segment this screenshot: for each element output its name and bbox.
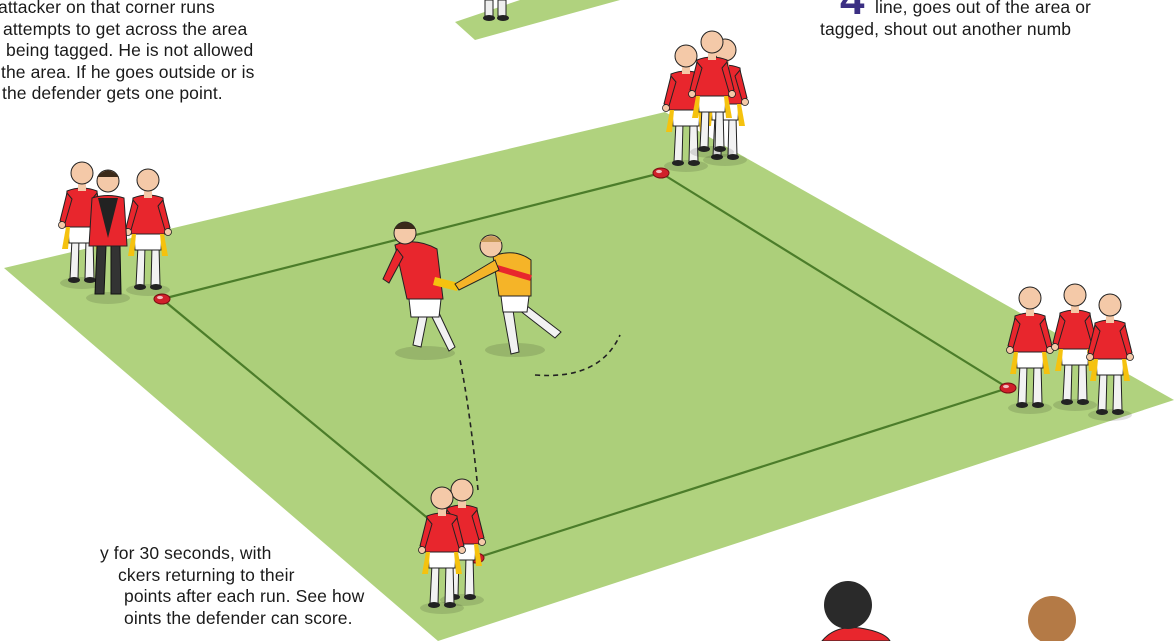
cone-marker-right: [1000, 383, 1016, 393]
instruction-line: tagged, shout out another numb: [820, 19, 1091, 41]
instruction-line: the area. If he goes outside or is: [0, 62, 254, 84]
attackers-group-left: [59, 162, 172, 304]
instruction-line: attacker on that corner runs: [0, 0, 254, 19]
instruction-text-bottom-left: y for 30 seconds, with ckers returning t…: [0, 543, 364, 629]
instruction-line: being tagged. He is not allowed: [0, 40, 254, 62]
instruction-line: oints the defender can score.: [0, 608, 364, 630]
instruction-line: attempts to get across the area: [0, 19, 254, 41]
previous-pitch-fragment: [455, 0, 620, 40]
instruction-line: line, goes out of the area or: [820, 0, 1091, 19]
partial-player-bottom-2: [1028, 596, 1076, 641]
instruction-line: ckers returning to their: [0, 565, 364, 587]
instruction-line: the defender gets one point.: [0, 83, 254, 105]
cone-marker-top: [653, 168, 669, 178]
instruction-line: y for 30 seconds, with: [0, 543, 364, 565]
instruction-line: points after each run. See how: [0, 586, 364, 608]
instruction-text-top-left: attacker on that corner runs attempts to…: [0, 0, 254, 105]
partial-player-bottom-1: [822, 581, 890, 641]
attackers-group-top: [663, 31, 749, 172]
instruction-text-top-right: line, goes out of the area or tagged, sh…: [820, 0, 1091, 40]
attackers-group-right: [1007, 284, 1134, 421]
